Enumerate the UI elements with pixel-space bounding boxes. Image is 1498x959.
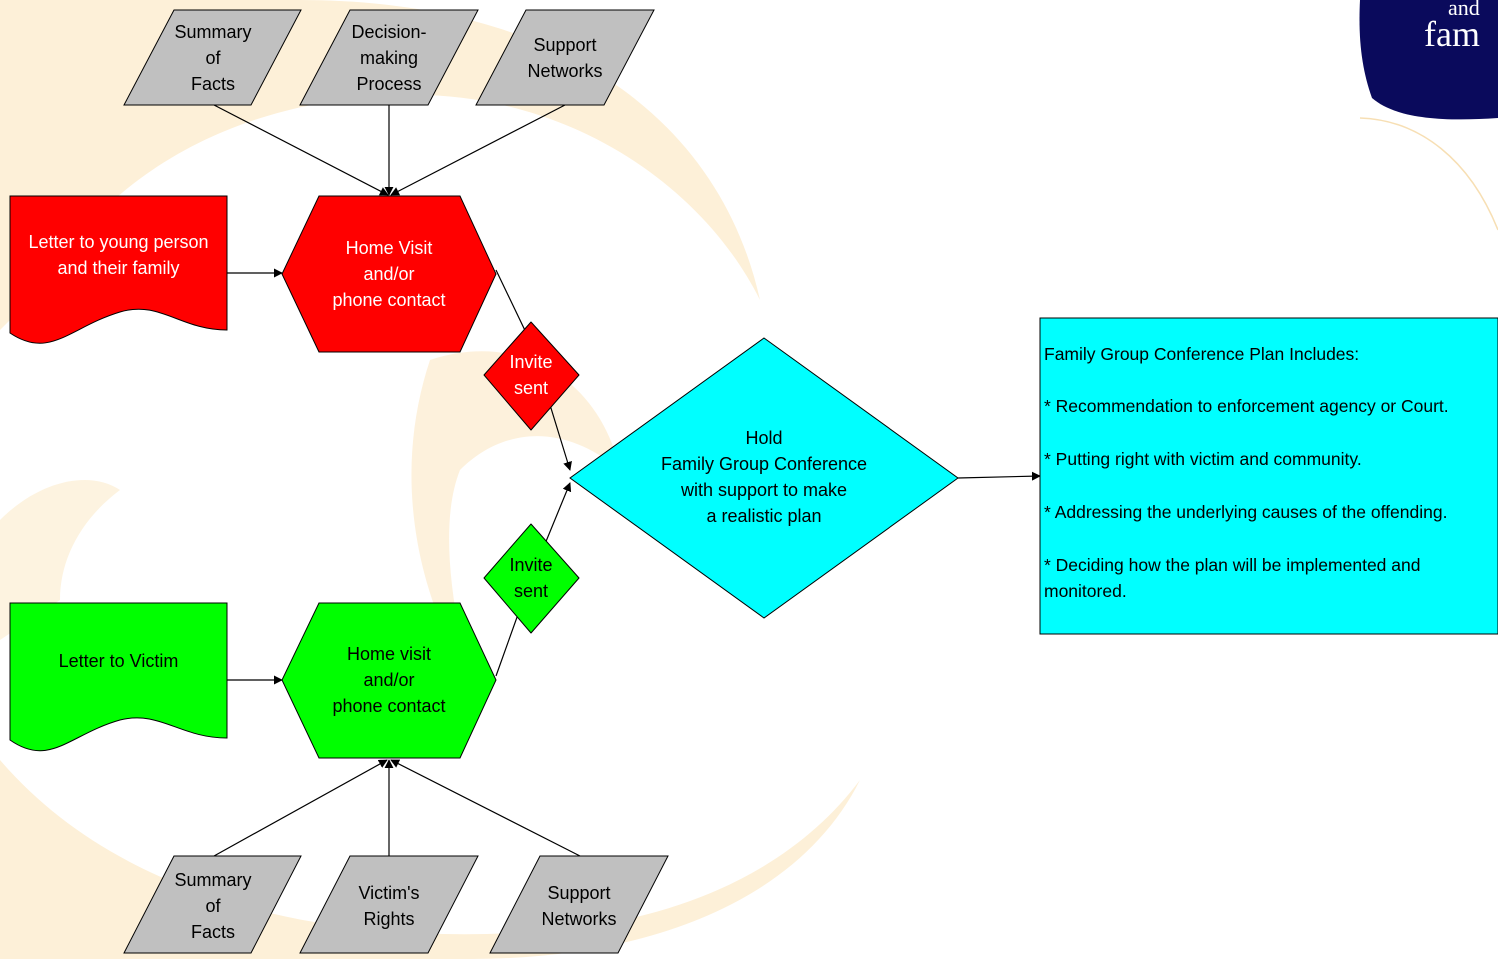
- logo-text-and: and: [1448, 0, 1480, 20]
- invite-green-label: Invite sent: [509, 555, 553, 601]
- plan-box-shape: [1039, 317, 1498, 635]
- letter-young-person-label: Letter to young person and their family: [28, 232, 209, 278]
- plan-item-putting-right: * Putting right with victim and communit…: [1044, 449, 1362, 469]
- logo-text-fam: fam: [1424, 14, 1480, 54]
- letter-victim-shape: [9, 602, 228, 752]
- top-support-label: Support Networks: [527, 34, 603, 81]
- top-summary-label: Summary of Facts: [174, 21, 252, 94]
- letter-young-person-shape: [9, 195, 228, 344]
- connector-bottom-summary: [213, 759, 388, 857]
- bottom-summary-label: Summary of Facts: [174, 869, 252, 942]
- letter-victim-label: Letter to Victim: [58, 651, 179, 671]
- home-visit-red-shape: [281, 195, 497, 353]
- top-summary-box: [123, 9, 302, 106]
- home-visit-red-label: Home Visit and/or phone contact: [332, 238, 446, 310]
- plan-item-underlying-causes: * Addressing the underlying causes of th…: [1044, 502, 1448, 522]
- top-support-box: [475, 9, 655, 106]
- top-decision-label: Decision- making Process: [351, 21, 427, 94]
- conference-label: Hold Family Group Conference with suppor…: [660, 428, 868, 526]
- invite-red-label: Invite sent: [509, 352, 553, 398]
- connector-conference-plan: [957, 471, 1041, 481]
- conference-diamond-shape: [569, 337, 959, 619]
- plan-item-recommendation: * Recommendation to enforcement agency o…: [1044, 396, 1449, 416]
- bottom-rights-box: [299, 855, 479, 954]
- connector-top-summary: [213, 104, 389, 196]
- bottom-support-box: [489, 855, 669, 954]
- plan-item-implementation: * Deciding how the plan will be implemen…: [1044, 555, 1421, 601]
- bottom-summary-box: [123, 855, 302, 954]
- logo-emblem: [1359, 0, 1498, 120]
- invite-red-shape: [483, 321, 580, 431]
- logo-swirl-line: [1359, 117, 1498, 231]
- connector-bottom-support: [390, 759, 581, 857]
- plan-text-block: Family Group Conference Plan Includes: *…: [1044, 343, 1498, 631]
- connector-top-support: [390, 104, 566, 196]
- top-decision-box: [299, 9, 479, 106]
- bottom-rights-label: Victim's Rights: [358, 882, 420, 929]
- home-visit-green-label: Home visit and/or phone contact: [332, 644, 446, 716]
- home-visit-green-shape: [281, 602, 497, 759]
- plan-title: Family Group Conference Plan Includes:: [1044, 344, 1360, 364]
- invite-green-shape: [483, 523, 580, 634]
- bottom-support-label: Support Networks: [541, 882, 617, 929]
